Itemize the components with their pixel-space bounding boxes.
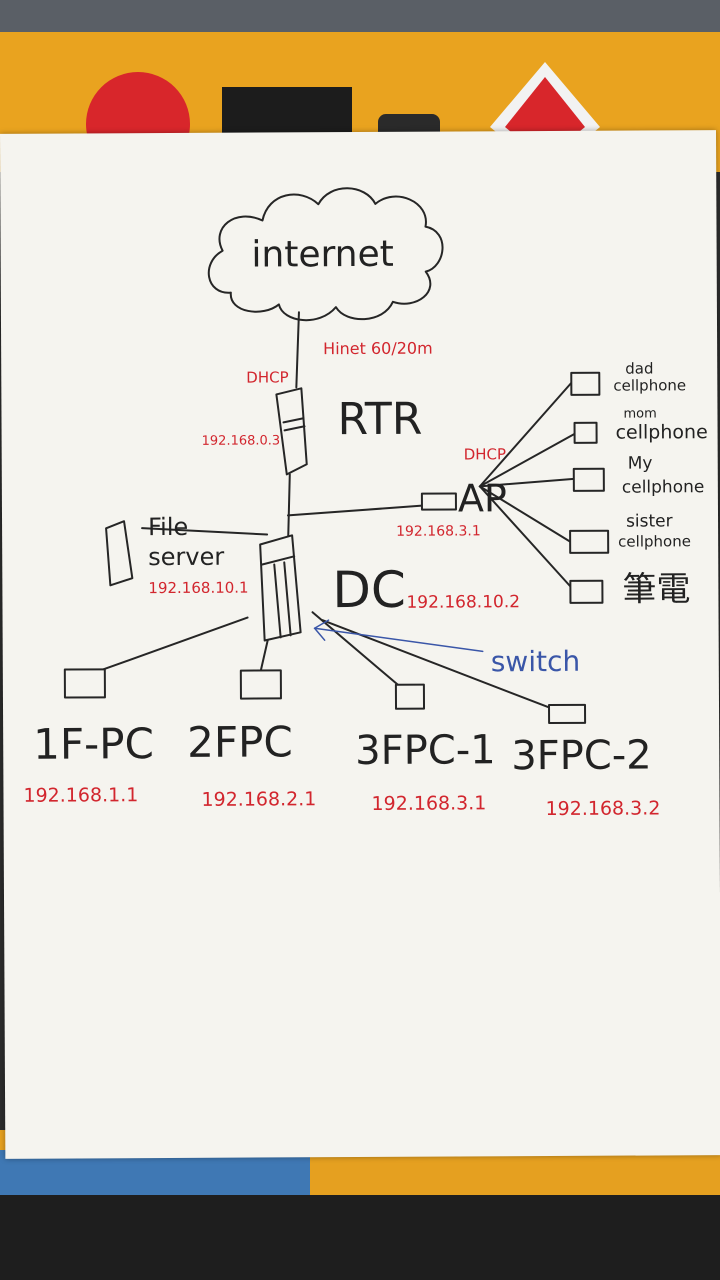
wireless-device-my: My cellphone — [572, 453, 705, 498]
device-label-line1: 筆電 — [622, 569, 690, 609]
domain-controller: DC 192.168.10.2 — [259, 534, 520, 642]
dad-phone-icon — [570, 371, 601, 396]
pc-3f-1-icon — [394, 683, 426, 710]
network-diagram: internet — [23, 187, 708, 820]
wireless-device-mom: mom cellphone — [573, 406, 708, 444]
switch-annotation: switch — [313, 619, 581, 678]
device-label-line2: cellphone — [613, 376, 686, 394]
device-label-line1: mom — [623, 406, 656, 421]
pc-3f-1-ip: 192.168.3.1 — [371, 792, 486, 815]
pc-3f-2-name: 3FPC-2 — [511, 732, 652, 779]
pc-3f-2-ip: 192.168.3.2 — [545, 797, 660, 820]
device-label-line1: dad — [625, 359, 653, 377]
laptop-icon — [569, 579, 604, 604]
wireless-device-sister: sister cellphone — [569, 511, 691, 554]
wireless-device-laptop: 筆電 — [569, 569, 691, 610]
pc-3f-2: 3FPC-2 192.168.3.2 — [511, 703, 660, 820]
paper-sheet: internet — [0, 130, 720, 1159]
desk-surface — [0, 1195, 720, 1280]
ap-name: AP — [458, 476, 507, 520]
wireless-device-dad: dad cellphone — [570, 359, 686, 396]
pc-3f-1: 3FPC-1 192.168.3.1 — [355, 683, 496, 815]
internet-cloud: internet — [207, 187, 444, 322]
ap-dhcp-label: DHCP — [464, 445, 506, 463]
my-phone-icon — [572, 467, 605, 492]
ap-ip: 192.168.3.1 — [396, 523, 481, 539]
file-server-name-line2: server — [148, 543, 224, 571]
pc-3f-2-icon — [548, 703, 587, 725]
pc-1f-icon — [63, 668, 106, 699]
pc-2f-name: 2FPC — [187, 717, 293, 767]
router-dhcp-label: DHCP — [246, 368, 288, 386]
file-server: File server 192.168.10.1 — [105, 513, 249, 598]
pc-1f-ip: 192.168.1.1 — [23, 784, 138, 807]
pc-3f-1-name: 3FPC-1 — [355, 727, 496, 774]
device-label-line1: sister — [626, 511, 673, 531]
isp-label: Hinet 60/20m — [323, 339, 433, 359]
router-name: RTR — [337, 394, 422, 445]
pc-1f: 1F-PC 192.168.1.1 — [23, 668, 154, 807]
device-label-line1: My — [628, 453, 653, 473]
file-server-ip: 192.168.10.1 — [148, 579, 248, 598]
background-shelf — [0, 0, 720, 32]
pc-2f: 2FPC 192.168.2.1 — [187, 669, 316, 811]
mom-phone-icon — [573, 421, 598, 444]
switch-label: switch — [491, 645, 581, 678]
wireless-device-list: dad cellphone mom cellphone My cellphone… — [569, 359, 708, 610]
dc-ip: 192.168.10.2 — [406, 592, 520, 613]
pc-1f-name: 1F-PC — [33, 719, 154, 769]
device-label-line2: cellphone — [616, 421, 708, 443]
router-ip: 192.168.0.3 — [202, 433, 281, 448]
device-label-line2: cellphone — [618, 532, 691, 550]
access-point: AP DHCP 192.168.3.1 — [396, 445, 507, 540]
dc-name: DC — [332, 561, 406, 619]
pc-2f-ip: 192.168.2.1 — [201, 788, 316, 811]
sister-phone-icon — [569, 529, 610, 554]
pc-2f-icon — [239, 669, 282, 700]
router-device: RTR DHCP Hinet 60/20m 192.168.0.3 — [202, 339, 433, 476]
pc-list: 1F-PC 192.168.1.1 2FPC 192.168.2.1 3FPC-… — [23, 668, 660, 820]
file-server-name-line1: File — [148, 513, 188, 541]
device-label-line2: cellphone — [622, 477, 705, 497]
internet-label: internet — [251, 234, 394, 276]
